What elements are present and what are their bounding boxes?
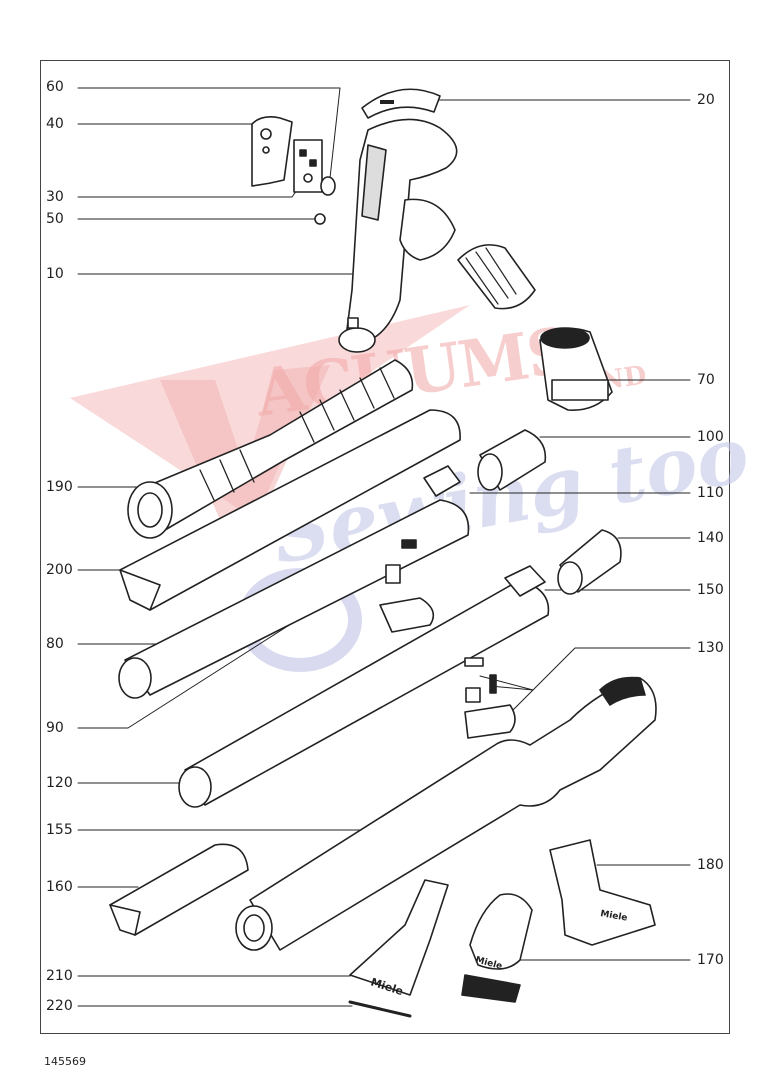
callout-180: 180 <box>697 857 724 873</box>
callout-170: 170 <box>697 952 724 968</box>
leader-130-c <box>489 685 534 691</box>
callout-155: 155 <box>46 822 73 838</box>
part-130-latch <box>464 657 516 739</box>
part-70-swivel <box>539 327 613 411</box>
callout-200: 200 <box>46 562 73 578</box>
callout-190: 190 <box>46 479 73 495</box>
part-200-crevice-tube <box>119 409 461 611</box>
part-hose-connector <box>457 244 536 310</box>
callout-80: 80 <box>46 636 64 652</box>
callout-120: 120 <box>46 775 73 791</box>
brand-mark-3: Miele <box>599 909 628 924</box>
leader-60 <box>77 87 341 179</box>
leader-130-b <box>479 675 534 691</box>
part-30-circuit-board <box>293 139 323 193</box>
document-number: 145569 <box>44 1055 86 1068</box>
diagram-frame <box>40 60 730 1034</box>
callout-40: 40 <box>46 116 64 132</box>
callout-50: 50 <box>46 211 64 227</box>
part-40-switch-cover <box>251 116 293 187</box>
callout-30: 30 <box>46 189 64 205</box>
callout-160: 160 <box>46 879 73 895</box>
callout-130: 130 <box>697 640 724 656</box>
part-10-handle <box>338 118 458 353</box>
callout-140: 140 <box>697 530 724 546</box>
callout-10: 10 <box>46 266 64 282</box>
part-220-strip <box>348 1000 412 1018</box>
leader-30 <box>77 185 301 198</box>
callout-150: 150 <box>697 582 724 598</box>
part-50-spring <box>314 213 326 225</box>
callout-100: 100 <box>697 429 724 445</box>
part-140-ring <box>557 529 622 595</box>
callout-210: 210 <box>46 968 73 984</box>
part-90-latch-assembly <box>379 539 435 633</box>
callout-20: 20 <box>697 92 715 108</box>
callout-220: 220 <box>46 998 73 1014</box>
leader-130 <box>507 647 691 716</box>
callout-60: 60 <box>46 79 64 95</box>
part-210-upholstery-tool: Miele <box>349 879 449 998</box>
part-155-telescopic-tube <box>235 676 657 951</box>
part-170-dusting-brush: Miele <box>461 893 533 1003</box>
callout-70: 70 <box>697 372 715 388</box>
part-160-crevice-nozzle <box>109 843 249 936</box>
callout-110: 110 <box>697 485 724 501</box>
part-100-ring <box>477 429 547 491</box>
part-180-furniture-tool: Miele <box>549 839 656 946</box>
part-20-handle-cap <box>361 88 441 119</box>
part-60-button <box>320 176 336 196</box>
part-110-latch <box>423 465 461 497</box>
part-190-hose <box>127 359 414 539</box>
part-80-tube <box>118 499 470 699</box>
part-120-tube <box>178 565 550 808</box>
callout-90: 90 <box>46 720 64 736</box>
